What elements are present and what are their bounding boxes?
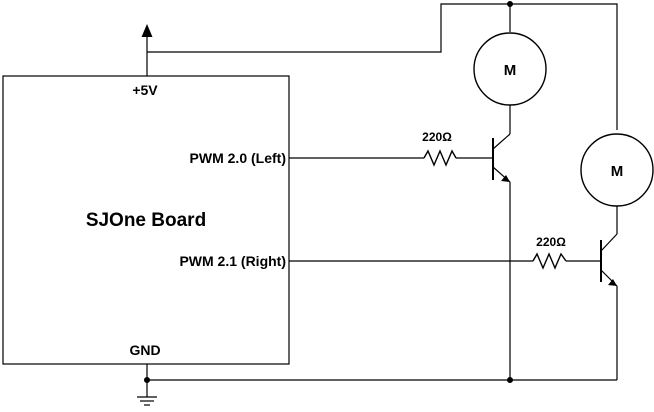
pwm-right-signal xyxy=(289,252,601,270)
power-pin-label: +5V xyxy=(132,82,158,98)
motor-left: M xyxy=(473,32,547,106)
motor-right-label: M xyxy=(611,163,624,180)
ground-pin-label: GND xyxy=(129,342,160,358)
board-name: SJOne Board xyxy=(86,210,206,231)
transistor-right xyxy=(600,233,618,287)
resistor-left-value: 220Ω xyxy=(422,130,452,144)
motor-right: M xyxy=(580,133,654,207)
sjone-board-outline xyxy=(2,75,290,365)
power-rail-5v xyxy=(141,1,618,130)
pwm-left-signal xyxy=(289,149,493,167)
transistor-left xyxy=(492,133,511,183)
pwm-right-pin-label: PWM 2.1 (Right) xyxy=(179,253,286,269)
pwm-left-pin-label: PWM 2.0 (Left) xyxy=(190,150,286,166)
resistor-right-value: 220Ω xyxy=(536,235,566,249)
ground-icon xyxy=(137,396,157,406)
ground-rail xyxy=(144,364,617,397)
motor-left-label: M xyxy=(504,62,517,79)
